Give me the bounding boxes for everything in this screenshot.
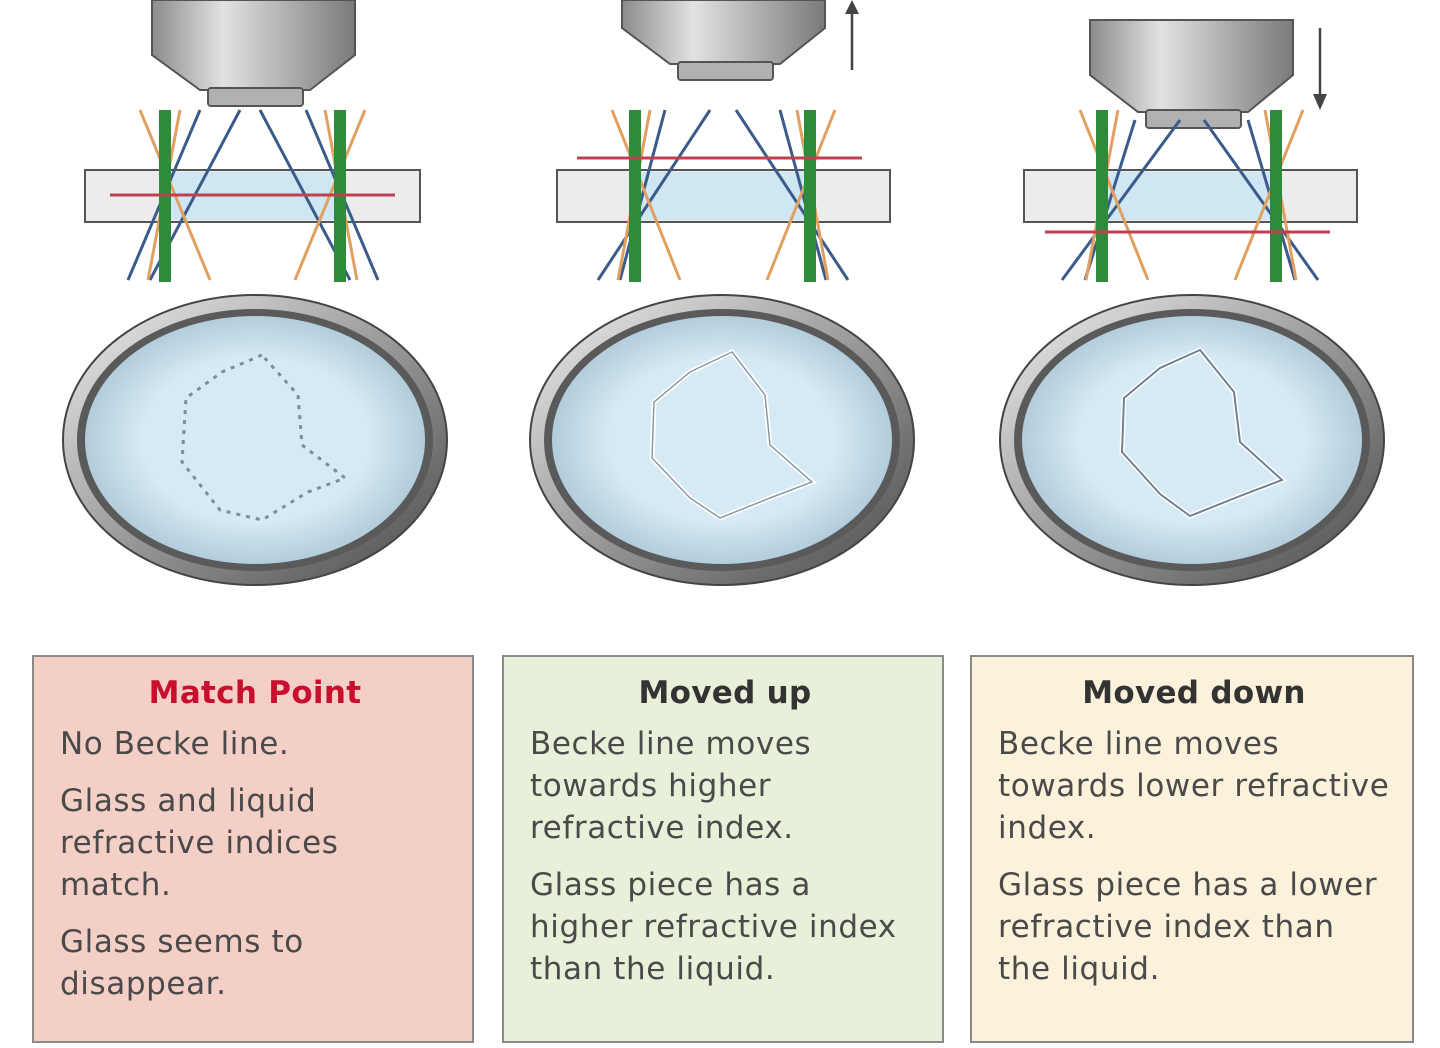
panel-line: Becke line moves towards higher refracti…: [530, 726, 812, 846]
panel-line: No Becke line.: [60, 726, 290, 762]
panel-title: Moved down: [1082, 675, 1306, 711]
becke-line-diagram: [62, 0, 1385, 586]
focus-arrow-up-icon: [845, 0, 859, 70]
objective-lens-icon: [621, 0, 826, 81]
panel-moved-down: Moved down Becke line moves towards lowe…: [970, 655, 1414, 1043]
column-moved-up: [529, 0, 915, 586]
field-of-view-icon: [62, 294, 448, 586]
column-match-point: [62, 0, 448, 586]
panel-moved-up: Moved up Becke line moves towards higher…: [502, 655, 944, 1043]
panel-line: Glass piece has a lower refractive index…: [998, 867, 1378, 987]
objective-lens-icon: [151, 0, 356, 107]
panel-title: Match Point: [148, 675, 362, 711]
panel-match-point: Match Point No Becke line. Glass and liq…: [32, 655, 474, 1043]
glass-fragment-icon: [180, 353, 349, 522]
panel-line: Becke line moves towards lower refractiv…: [998, 726, 1390, 846]
panel-line: Glass and liquid refractive indices matc…: [60, 783, 339, 903]
field-of-view-icon: [529, 294, 915, 586]
focus-arrow-down-icon: [1313, 28, 1327, 110]
panel-title: Moved up: [638, 675, 812, 711]
field-of-view-icon: [999, 294, 1385, 586]
panel-line: Glass seems to disappear.: [60, 924, 304, 1002]
objective-lens-icon: [1089, 19, 1294, 129]
column-moved-down: [999, 19, 1385, 586]
panel-line: Glass piece has a higher refractive inde…: [530, 867, 897, 987]
